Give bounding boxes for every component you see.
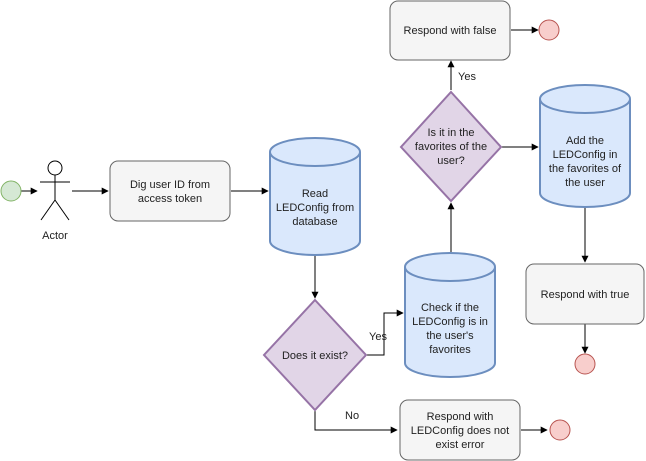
check-favorites-database (404, 252, 496, 378)
in-favorites-label: Is it in the favorites of the user? (415, 127, 487, 167)
actor-label: Actor (42, 230, 68, 242)
text-line: Respond with false (404, 25, 497, 37)
text-line: Read (302, 188, 328, 200)
text-line: the favorites of (549, 163, 622, 175)
text-line: favorites (429, 344, 471, 356)
read-ledconfig-database (269, 137, 361, 256)
respond-false-label: Respond with false (404, 25, 497, 37)
respond-false-box (389, 0, 511, 61)
respond-true-label: Respond with true (541, 289, 630, 301)
end-node-false (538, 19, 560, 41)
does-it-exist-label: Does it exist? (282, 350, 348, 362)
respond-error-box (399, 399, 521, 461)
edge-exists-yes-to-check (366, 309, 404, 356)
actor-icon (40, 160, 70, 221)
text-line: the user (565, 177, 605, 189)
text-line: Dig user ID from (130, 179, 210, 191)
in-favorites-decision (399, 90, 503, 203)
text-line: the user's (426, 330, 474, 342)
text-line: Check if the (421, 302, 479, 314)
text-line: Does it exist? (282, 350, 348, 362)
edge-label-fav-yes: Yes (458, 71, 476, 83)
text-line: Is it in the (427, 127, 474, 139)
text-line: Respond with true (541, 289, 630, 301)
text-line: access token (138, 193, 202, 205)
start-node (0, 180, 22, 202)
text-line: user? (437, 155, 465, 167)
add-to-favorites-database (539, 84, 631, 208)
end-node-true (574, 353, 596, 375)
dig-user-id-label: Dig user ID from access token (130, 179, 210, 205)
edges (21, 26, 589, 434)
text-line: exist error (436, 439, 485, 451)
respond-true-box (525, 263, 645, 325)
dig-user-id-box (109, 160, 231, 222)
edge-exists-no-to-error (314, 410, 398, 434)
text-line: Add the (566, 135, 604, 147)
does-it-exist-decision (262, 298, 368, 412)
edge-label-exists-yes: Yes (369, 331, 387, 343)
text-line: LEDConfig in (553, 149, 618, 161)
text-line: database (292, 216, 337, 228)
text-line: LEDConfig is in (412, 316, 488, 328)
text-line: LEDConfig from (276, 202, 354, 214)
edge-label-exists-no: No (345, 410, 359, 422)
end-node-error (549, 419, 571, 441)
text-line: Respond with (427, 411, 494, 423)
text-line: LEDConfig does not (411, 425, 509, 437)
text-line: favorites of the (415, 141, 487, 153)
